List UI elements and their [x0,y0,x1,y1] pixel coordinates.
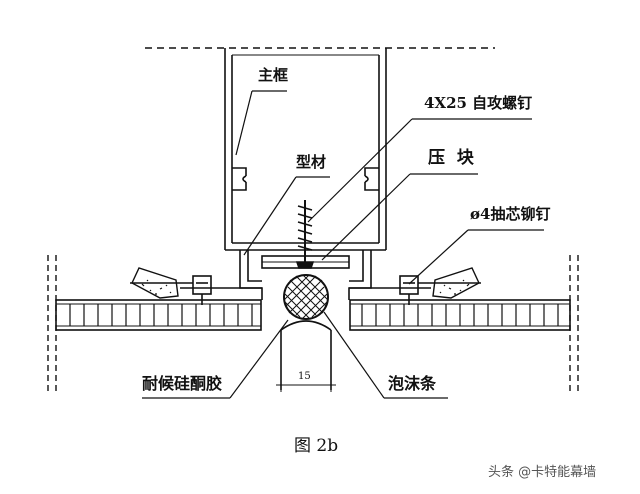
foam-rod [283,274,329,320]
cover-clip-left [130,282,263,300]
panel-right [349,299,571,331]
gasket-right [432,267,480,299]
self-tapping-screw [295,200,315,269]
dimension-line [276,378,336,392]
label-silicone: 耐候硅酮胶 [142,374,223,393]
gasket-left [131,267,179,299]
leader-lines [142,90,544,399]
panel-left [55,299,262,331]
label-foam: 泡沫条 [388,374,437,393]
figure-caption: 图 2b [294,436,339,456]
label-profile: 型材 [296,153,327,171]
label-main-frame: 主框 [258,66,289,84]
side-break-lines [47,255,579,392]
rivet-left [192,275,212,305]
watermark: 头条 @卡特能幕墙 [488,465,597,480]
label-dimension: 15 [298,371,311,382]
label-press-block: 压 块 [428,148,474,168]
cover-clip-right [348,282,481,300]
label-screw: 4X25 自攻螺钉 [424,94,533,112]
label-rivet: ø4抽芯铆钉 [470,205,551,223]
